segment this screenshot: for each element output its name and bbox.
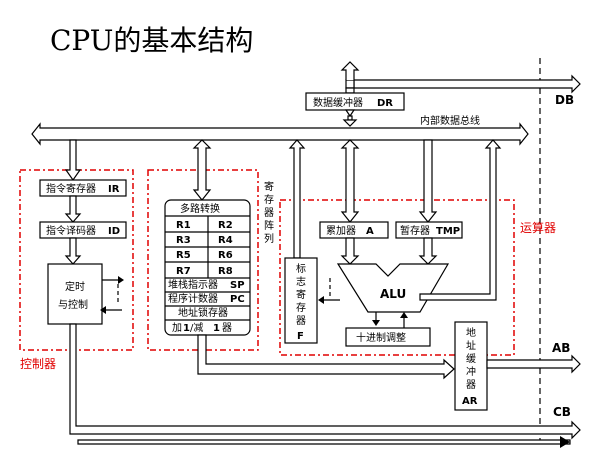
pc-abbr: PC: [230, 294, 245, 305]
id-label: 指令译码器: [46, 224, 96, 237]
acc-abbr: A: [366, 226, 374, 237]
ab-bus-arrow: [486, 354, 581, 374]
flags-abbr: F: [297, 331, 304, 342]
reg-side-2: 存: [264, 193, 274, 206]
reg-side-5: 列: [264, 232, 274, 245]
sp-abbr: SP: [230, 280, 245, 291]
bcd-label: 十进制调整: [356, 331, 406, 344]
ir-abbr: IR: [108, 184, 120, 195]
alu: ALU: [336, 263, 450, 313]
ar-abbr: AR: [462, 396, 478, 407]
sp-label: 堆栈指示器: [168, 278, 218, 291]
flags-l5: 器: [296, 315, 306, 327]
reg-r1: R1: [176, 220, 191, 231]
acc-label: 累加器: [326, 225, 356, 237]
reg-r2: R2: [218, 220, 233, 231]
internal-bus-label: 内部数据总线: [420, 114, 480, 127]
alu-to-flags-arrowhead: [318, 296, 324, 304]
reg-r5: R5: [176, 250, 191, 261]
mux-label: 多路转换: [180, 202, 220, 215]
alu-result-to-bus-arrow: [419, 139, 502, 301]
acc-to-alu-arrow: [340, 237, 360, 265]
reg-side-4: 阵: [264, 219, 274, 232]
bus-to-ir-arrow: [64, 139, 82, 182]
bus-to-acc-arrow: [340, 139, 360, 223]
id-abbr: ID: [108, 226, 120, 237]
cb-bus-arrow: [69, 323, 581, 440]
dr-arrow-up: [344, 109, 356, 118]
page-title: CPU的基本结构: [50, 24, 253, 57]
alu-group-box: [279, 199, 515, 356]
incdec-one2: 1: [213, 323, 220, 334]
address-buffer-ar: 地 址 缓 冲 器 AR: [454, 321, 488, 411]
flags-l2: 志: [296, 275, 306, 288]
ar-l2: 址: [466, 339, 476, 352]
reg-r3: R3: [176, 235, 191, 246]
timing-and-control: 定时 与控制: [47, 263, 103, 325]
bcd-to-alu-arrowhead: [400, 312, 408, 318]
ar-l4: 冲: [466, 365, 476, 378]
ir-to-id-arrow: [64, 195, 82, 223]
db-label: DB: [555, 93, 574, 107]
controller-group-label: 控制器: [20, 357, 56, 371]
incdec-a: 加: [172, 322, 182, 334]
reg-r6: R6: [218, 250, 233, 261]
ar-l5: 器: [466, 379, 476, 391]
timing-line2: 与控制: [58, 298, 88, 311]
instruction-decoder-id: 指令译码器 ID: [39, 221, 127, 239]
addr-latch-label: 地址锁存器: [178, 306, 228, 319]
incdec-slash: /减: [190, 322, 203, 334]
reg-r7: R7: [176, 266, 191, 277]
data-buffer-dr: 数据缓冲器 DR: [305, 92, 405, 111]
accumulator-a: 累加器 A: [319, 221, 389, 239]
bus-to-regarray-arrow: [192, 139, 212, 201]
reg-side-1: 寄: [264, 180, 274, 193]
timing-line1: 定时: [65, 280, 85, 293]
alu-to-bcd-arrowhead: [372, 320, 380, 326]
dr-label: 数据缓冲器: [313, 96, 363, 109]
cb-label: CB: [553, 405, 571, 419]
ab-label: AB: [552, 341, 570, 355]
id-to-timing-arrow: [64, 237, 82, 265]
incdec-one1: 1: [183, 323, 190, 334]
reg-r4: R4: [218, 235, 233, 246]
db-bus-up-arrow: [340, 61, 360, 80]
dr-abbr: DR: [377, 98, 393, 109]
flags-l3: 寄: [296, 288, 306, 301]
regarray-to-ar-arrow: [197, 334, 455, 380]
reg-side-3: 器: [264, 207, 274, 219]
db-dr-link: [345, 87, 355, 94]
bus-to-flags-arrow: [288, 139, 306, 259]
flags-l1: 标: [296, 263, 306, 275]
ar-l1: 地: [466, 326, 476, 339]
control-in-arrowhead: [100, 306, 106, 314]
db-bus-stem-joint: [345, 79, 355, 89]
alu-label: ALU: [380, 287, 406, 301]
decimal-adjust: 十进制调整: [345, 327, 431, 347]
internal-data-bus: [31, 122, 529, 146]
db-bus-arrow: [353, 74, 581, 94]
tmp-abbr: TMP: [436, 226, 460, 237]
flags-register-f: 标 志 寄 存 器 F: [284, 257, 318, 344]
ir-label: 指令寄存器: [46, 182, 96, 195]
control-out-arrowhead: [118, 276, 124, 284]
cb-return-arrowhead: [560, 436, 570, 448]
pc-label: 程序计数器: [168, 292, 218, 305]
register-array: 多路转换 R1 R2 R3 R4 R5 R6 R7 R8 堆栈指示器 SP 程序…: [164, 199, 251, 336]
ar-l3: 缓: [466, 352, 476, 365]
flags-l4: 存: [296, 301, 306, 314]
register-array-side-label: 寄 存 器 阵 列: [264, 180, 274, 245]
cb-return-line: [77, 439, 571, 445]
reg-r8: R8: [218, 266, 233, 277]
temp-register-tmp: 暂存器 TMP: [395, 221, 463, 239]
incdec-b: 器: [222, 322, 232, 334]
alu-group-label: 运算器: [520, 220, 556, 235]
instruction-register-ir: 指令寄存器 IR: [39, 179, 127, 197]
dr-arrow-down: [342, 119, 358, 127]
tmp-label: 暂存器: [400, 224, 430, 237]
tmp-to-alu-arrow: [418, 237, 438, 265]
bus-to-tmp-arrow: [418, 139, 438, 223]
